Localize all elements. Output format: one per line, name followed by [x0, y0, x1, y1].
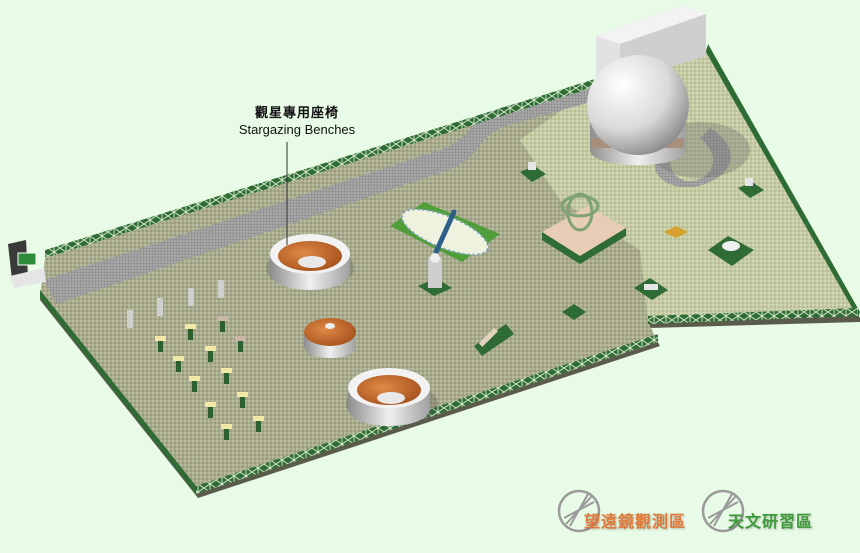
legend-label: 望遠鏡觀測區 [584, 512, 687, 531]
park-ground [40, 48, 860, 498]
legend-telescope-zone[interactable]: 望遠鏡觀測區 [556, 486, 686, 536]
seating-field [127, 280, 264, 440]
armillary-sphere-icon [557, 489, 601, 533]
long-bench-enclosure[interactable] [474, 324, 514, 356]
stargazing-mound[interactable] [304, 318, 356, 358]
stargazing-bench-2[interactable] [346, 368, 438, 426]
pavilion-lantern[interactable] [418, 253, 452, 296]
legend-label: 天文研習區 [728, 512, 814, 531]
pier-enclosure-4[interactable] [562, 304, 586, 320]
gold-plaque[interactable] [664, 226, 688, 238]
planetarium-dome[interactable] [587, 55, 750, 178]
pier-enclosure-1[interactable] [520, 162, 546, 182]
sundial-garden[interactable] [390, 200, 500, 264]
callout-label-zh: 觀星專用座椅 [254, 106, 339, 121]
entrance-sign[interactable] [8, 240, 46, 288]
stargazing-benches-callout: 觀星專用座椅 Stargazing Benches [222, 106, 372, 138]
observation-pavilions [418, 162, 764, 356]
pier-enclosure-2[interactable] [738, 178, 764, 198]
telescope-dish-enclosure[interactable] [708, 236, 754, 266]
armillary-sphere[interactable] [542, 192, 626, 264]
armillary-sphere-icon [701, 489, 745, 533]
callout-label-en: Stargazing Benches [238, 122, 356, 137]
pier-enclosure-3[interactable] [634, 278, 668, 300]
stargazing-bench-1[interactable] [266, 234, 354, 290]
legend-study-zone[interactable]: 天文研習區 [700, 486, 813, 536]
gravel-path [44, 80, 731, 304]
